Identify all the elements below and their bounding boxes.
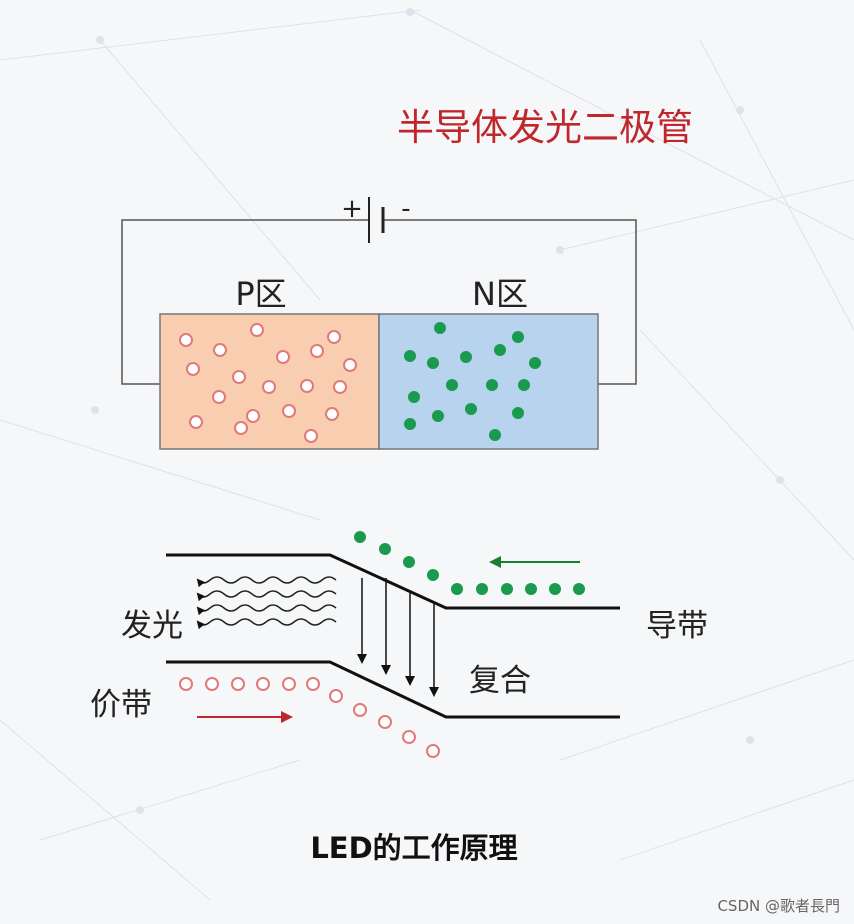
n-region-electrons (404, 322, 541, 441)
background-nodes (91, 8, 784, 814)
light-emission-waves (196, 576, 337, 630)
battery-minus-label: - (401, 194, 410, 224)
p-region-holes (179, 323, 357, 443)
n-region (378, 313, 599, 450)
emit-light-label: 发光 (121, 608, 183, 644)
circuit-wire (121, 219, 637, 385)
recombination-label: 复合 (469, 663, 531, 699)
valence-band-line (166, 660, 620, 719)
valence-holes (179, 677, 440, 758)
background-network (0, 9, 854, 901)
p-region-label: P区 (235, 275, 286, 313)
watermark: CSDN @歌者長門 (717, 897, 840, 915)
conduction-band-label: 导带 (646, 608, 708, 644)
battery-symbol (368, 197, 385, 243)
n-region-label: N区 (472, 275, 528, 313)
diagram-title: 半导体发光二极管 (397, 106, 693, 149)
conduction-electrons (354, 531, 585, 595)
battery-plus-label: + (341, 194, 363, 224)
valence-band-label: 价带 (90, 687, 152, 723)
recombination-arrows (357, 578, 439, 697)
conduction-band-line (166, 553, 620, 610)
figure-caption: LED的工作原理 (310, 831, 517, 865)
